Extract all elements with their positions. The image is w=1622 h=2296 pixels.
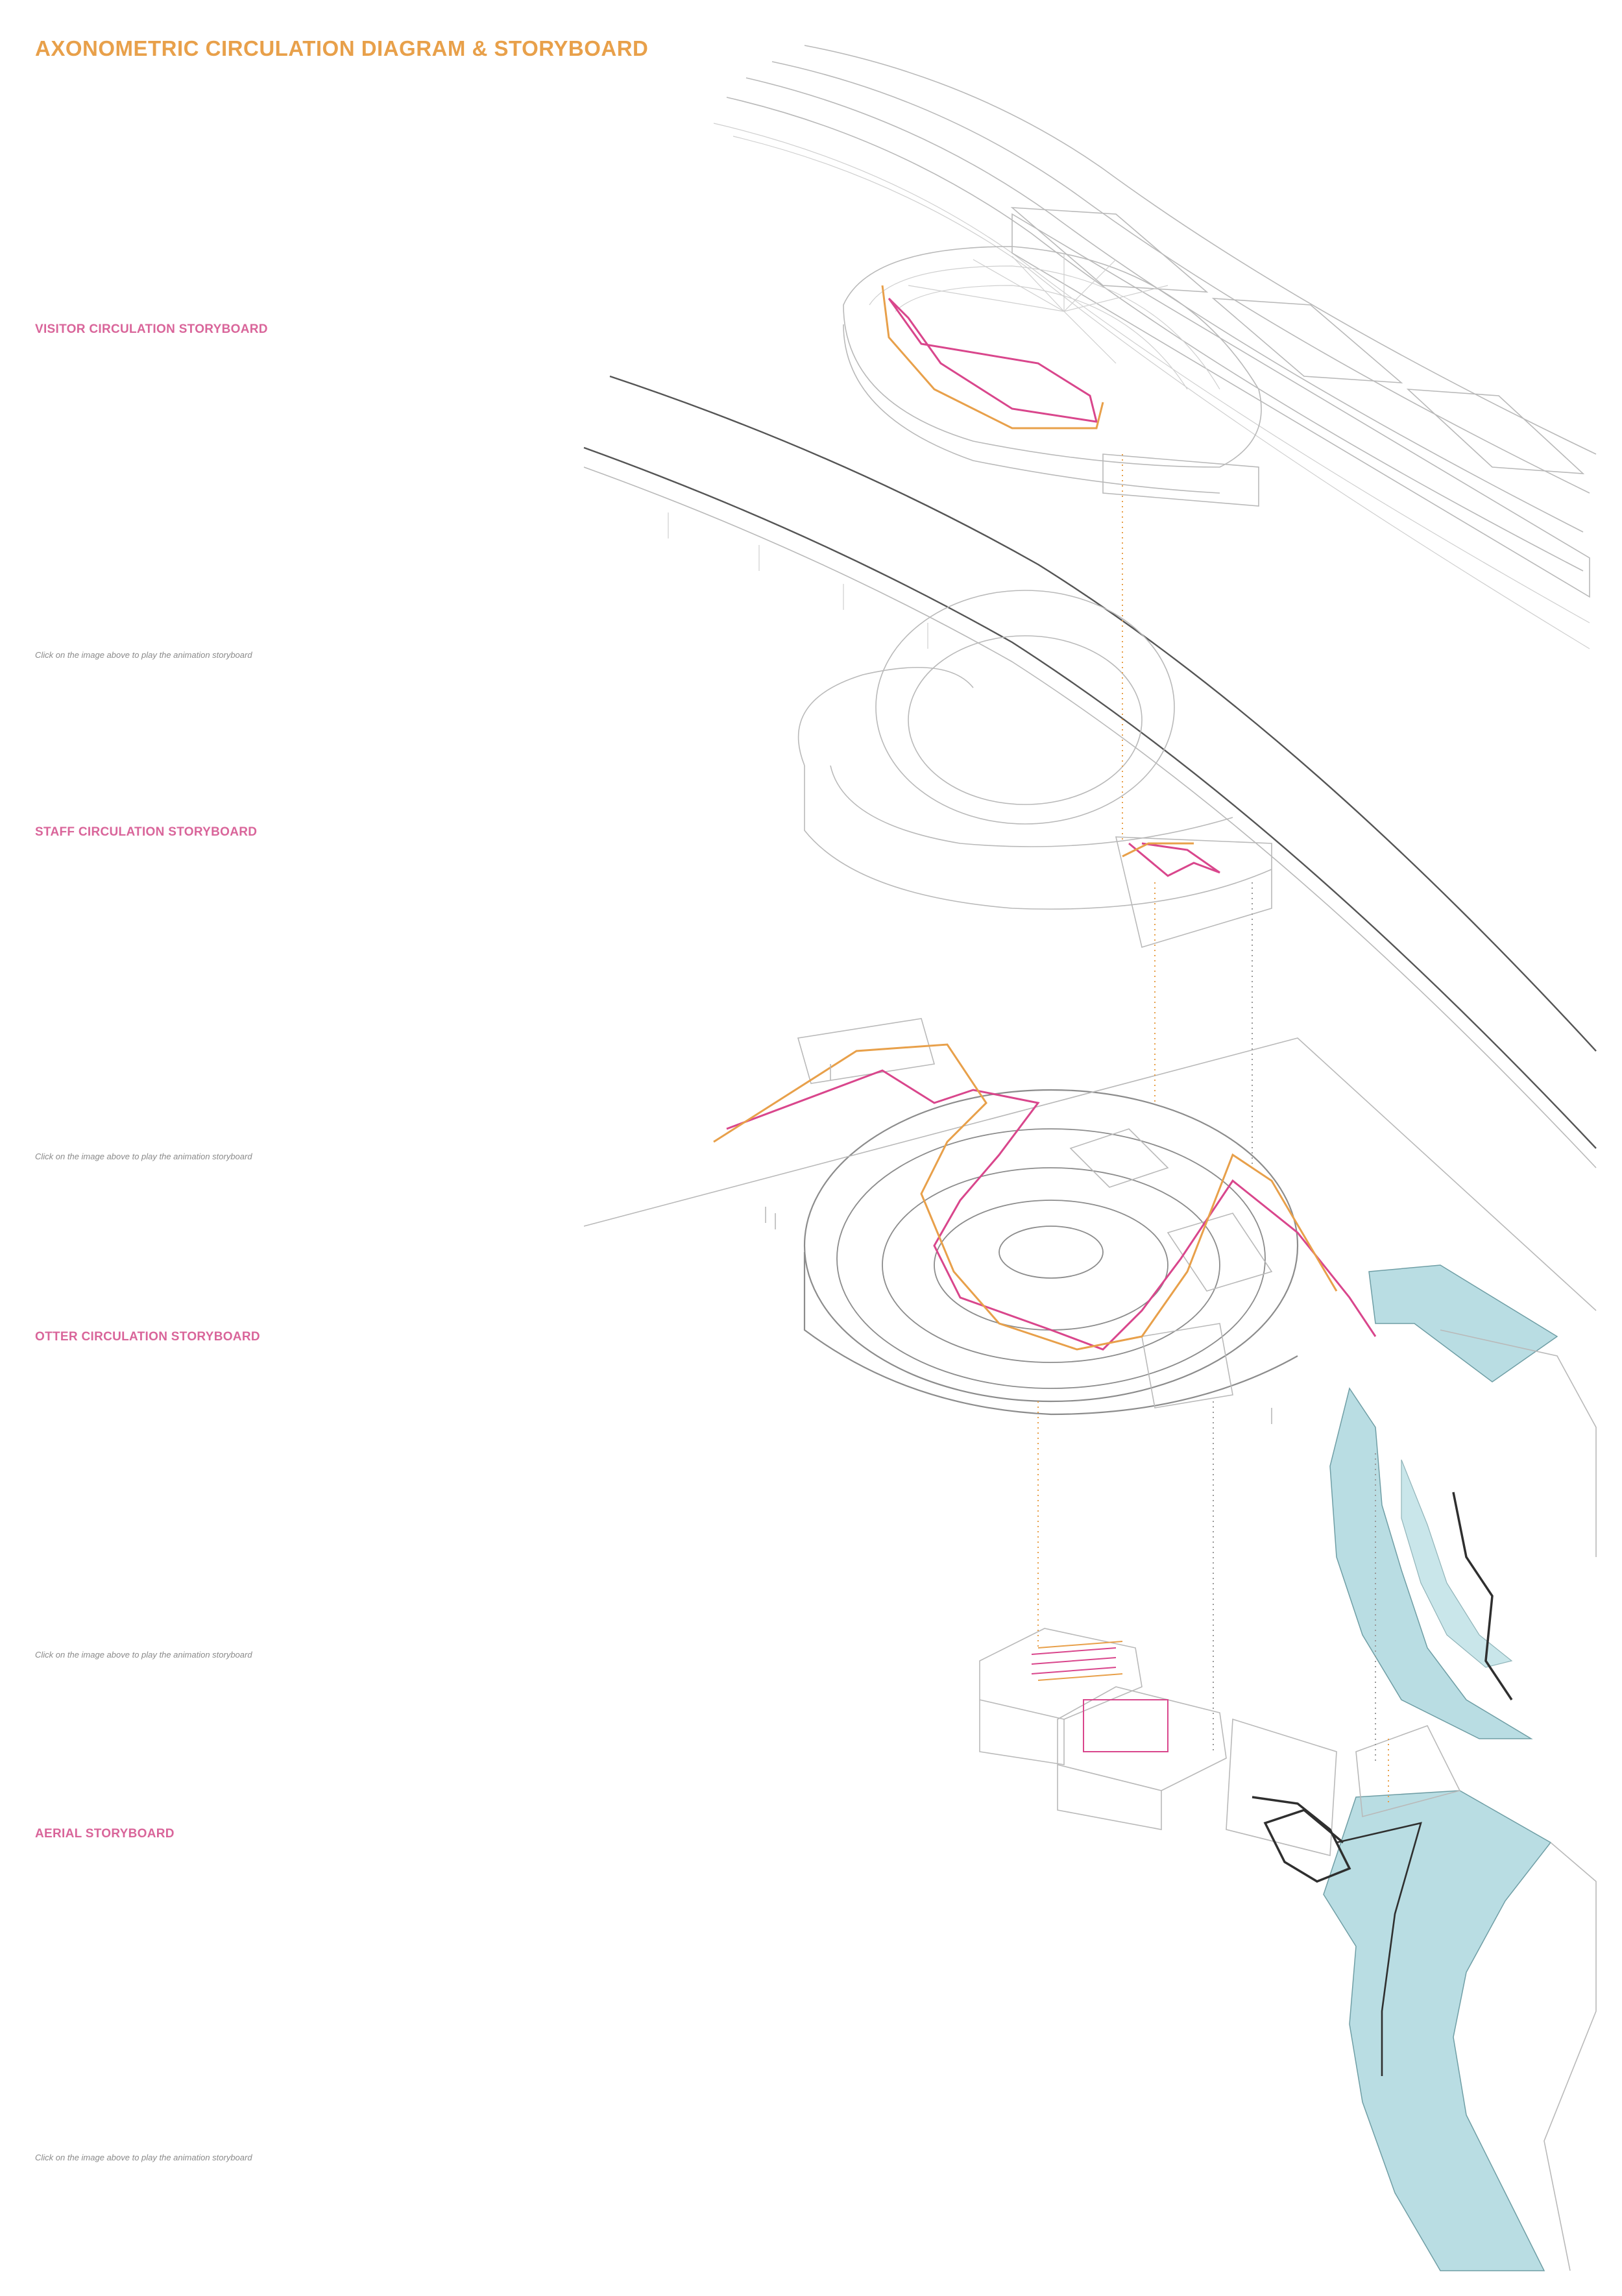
staff-storyboard-heading[interactable]: STAFF CIRCULATION STORYBOARD xyxy=(35,825,258,839)
ring-structure xyxy=(797,590,1272,949)
page-title: AXONOMETRIC CIRCULATION DIAGRAM & STORYB… xyxy=(35,36,649,60)
otter-storyboard-heading[interactable]: OTTER CIRCULATION STORYBOARD xyxy=(35,1330,260,1344)
staff-route-level1 xyxy=(888,297,1098,423)
staff-storyboard-caption: Click on the image above to play the ani… xyxy=(35,1152,252,1161)
road-bridge xyxy=(583,375,1597,1168)
otter-route-land xyxy=(1452,1492,1513,1700)
visitor-route-level2 xyxy=(1122,842,1194,858)
visitor-storyboard-heading[interactable]: VISITOR CIRCULATION STORYBOARD xyxy=(35,322,268,336)
rail-tracks xyxy=(713,45,1597,649)
visitor-storyboard-caption: Click on the image above to play the ani… xyxy=(35,650,252,660)
otter-route-aerial xyxy=(1252,1796,1351,1883)
otter-river xyxy=(1329,1264,1597,1739)
enclosure-pavilions xyxy=(797,1018,1273,1408)
aerial-storyboard-heading[interactable]: AERIAL STORYBOARD xyxy=(35,1827,175,1841)
back-of-house-blocks xyxy=(979,1628,1227,1830)
aerial-river xyxy=(1226,1718,1597,2271)
enclosure-rings xyxy=(583,1037,1597,1416)
staff-route-level3 xyxy=(726,1069,1377,1351)
level-connectors xyxy=(1037,454,1389,1804)
aerial-storyboard-caption: Click on the image above to play the ani… xyxy=(35,2153,252,2162)
otter-storyboard-caption: Click on the image above to play the ani… xyxy=(35,1650,252,1660)
visitor-route-level3 xyxy=(713,1043,1338,1351)
visitor-route-level1 xyxy=(881,285,1104,429)
staff-route-level2 xyxy=(1128,842,1220,877)
visitor-platform xyxy=(843,246,1262,507)
people-figures xyxy=(765,1064,1272,1424)
rail-carriages xyxy=(1010,207,1585,474)
otter-route-river xyxy=(1336,1822,1422,2076)
